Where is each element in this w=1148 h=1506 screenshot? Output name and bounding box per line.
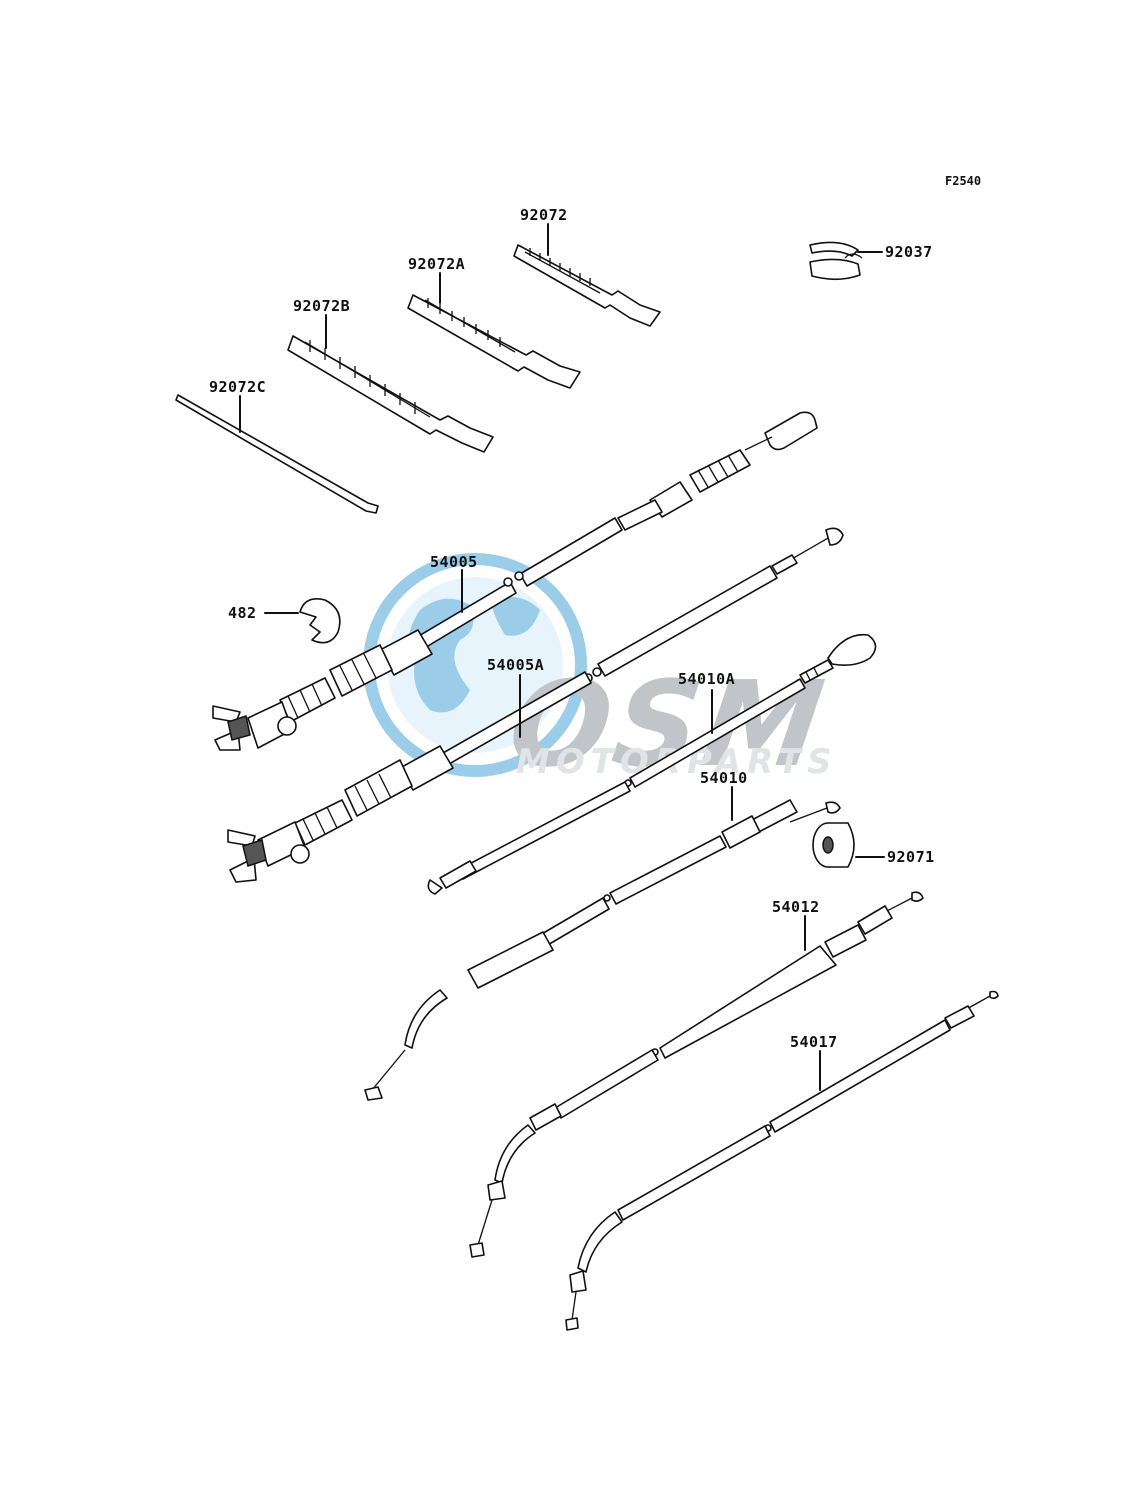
part-54010-cable[interactable] xyxy=(364,799,841,1101)
part-label[interactable]: 54010A xyxy=(678,670,735,688)
part-label[interactable]: 92037 xyxy=(885,243,933,261)
diagram-code: F2540 xyxy=(945,174,981,188)
part-label[interactable]: 92072B xyxy=(293,297,350,315)
part-label[interactable]: 54005A xyxy=(487,656,544,674)
part-54012-throttle-cable[interactable] xyxy=(469,891,924,1258)
part-label[interactable]: 92072 xyxy=(520,206,568,224)
part-92071-grommet[interactable] xyxy=(812,822,855,868)
part-label[interactable]: 482 xyxy=(228,604,257,622)
part-54005-brake-cable[interactable] xyxy=(212,411,818,751)
part-92072A-strap[interactable] xyxy=(407,294,581,389)
part-54017-cable[interactable] xyxy=(565,990,999,1331)
watermark: OSM MOTORPARTS xyxy=(363,553,835,793)
watermark-brand: OSM xyxy=(501,656,835,793)
part-label[interactable]: 54005 xyxy=(430,553,478,571)
part-label[interactable]: 92072C xyxy=(209,378,266,396)
part-label[interactable]: 54010 xyxy=(700,769,748,787)
part-54010A-cable[interactable] xyxy=(427,633,877,895)
part-92072C-cable-tie[interactable] xyxy=(175,394,379,514)
part-label[interactable]: 54017 xyxy=(790,1033,838,1051)
part-label[interactable]: 54012 xyxy=(772,898,820,916)
part-54005A-brake-cable[interactable] xyxy=(227,527,844,883)
part-92072B-strap[interactable] xyxy=(287,335,494,453)
part-label[interactable]: 92071 xyxy=(887,848,935,866)
part-92072-strap[interactable] xyxy=(513,244,661,327)
part-482-e-clip[interactable] xyxy=(299,598,341,644)
part-92037-clamp[interactable] xyxy=(809,241,863,281)
part-label[interactable]: 92072A xyxy=(408,255,465,273)
